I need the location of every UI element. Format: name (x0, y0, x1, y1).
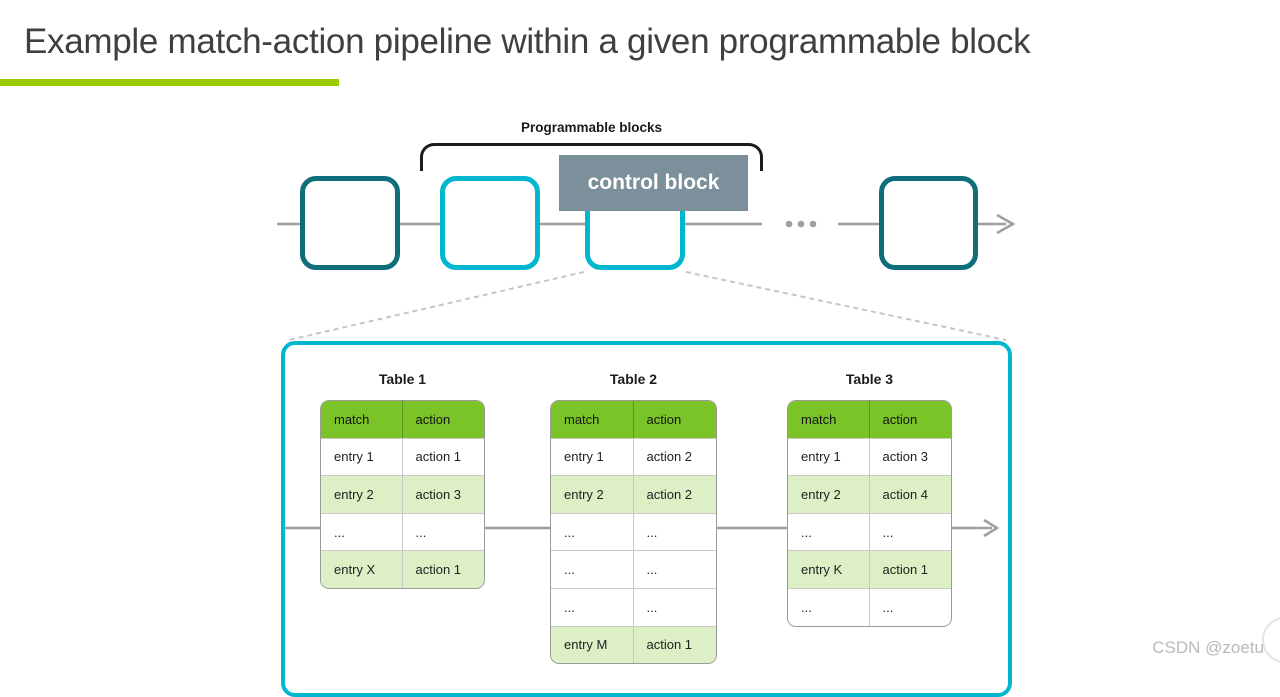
zoom-guide-dashed-lines (288, 271, 1007, 341)
table-header-row: match action (321, 401, 484, 438)
table-row: ...... (788, 587, 951, 626)
table-cell: action 3 (882, 449, 929, 465)
table-row: ...... (551, 512, 716, 551)
programmable-blocks-label: Programmable blocks (520, 120, 663, 135)
table-row: entry 1 action 3 (788, 437, 951, 476)
table-cell: action 2 (646, 449, 693, 465)
control-block-label: control block (559, 155, 748, 211)
slide-title: Example match-action pipeline within a g… (24, 22, 1031, 62)
table-cell: entry 1 (551, 438, 634, 476)
match-action-table-2: match action entry 1 action 2 entry 2 action … (550, 400, 717, 665)
table-arrowhead-icon (983, 518, 1000, 538)
header-cell: match (321, 401, 403, 438)
table-row: entry X action 1 (321, 550, 484, 588)
table-cell: ... (321, 513, 403, 551)
table-row: entry 2 action 2 (551, 475, 716, 513)
table-row: entry 1 action 2 (551, 437, 716, 476)
pipeline-flow-lines (277, 213, 1016, 538)
table-cell: ... (882, 524, 894, 540)
table-cell: entry 1 (788, 438, 870, 476)
table-cell: entry X (321, 551, 403, 588)
match-action-table-1: match action entry 1 action 1 entry 2 action … (320, 400, 485, 589)
table-cell: ... (551, 588, 634, 626)
table-cell: ... (788, 588, 870, 626)
pipeline-block-programmable-1 (440, 176, 540, 270)
table-row: entry M action 1 (551, 625, 716, 664)
table-cell: ... (882, 599, 894, 615)
table-cell: ... (551, 513, 634, 551)
table-cell: entry 2 (321, 476, 403, 513)
header-cell: match (551, 401, 634, 438)
table-cell: ... (646, 524, 658, 540)
table-row: entry K action 1 (788, 550, 951, 588)
table-cell: action 1 (646, 637, 693, 653)
table-header-row: match action (788, 401, 951, 438)
table-cell: action 2 (646, 486, 693, 502)
pipeline-connectors-svg (277, 213, 1016, 538)
watermark-text: CSDN @zoetu (1152, 638, 1264, 657)
table-title: Table 3 (845, 371, 894, 387)
table-cell: entry 2 (551, 476, 634, 513)
table-cell: entry K (788, 551, 870, 588)
header-cell: action (646, 411, 682, 427)
programmable-blocks-bracket (420, 143, 763, 171)
table-row: entry 2 action 3 (321, 475, 484, 513)
header-cell: match (788, 401, 870, 438)
table-cell: ... (788, 513, 870, 551)
table-cell: entry M (551, 626, 634, 664)
table-row: ...... (788, 512, 951, 551)
match-action-table-3: match action entry 1 action 3 entry 2 action … (787, 400, 952, 627)
right-arrowhead-icon (996, 213, 1016, 235)
table-cell: action 1 (415, 562, 462, 578)
pipeline-block-fixed-1 (300, 176, 400, 270)
title-accent-bar (0, 79, 339, 86)
table-cell: ... (415, 524, 427, 540)
table-row: ...... (551, 550, 716, 588)
table-cell: action 3 (415, 486, 462, 502)
table-header-row: match action (551, 401, 716, 438)
table-cell: ... (646, 562, 658, 578)
table-cell: ... (551, 551, 634, 588)
ellipsis-dots-icon (785, 220, 817, 228)
table-title: Table 1 (378, 371, 427, 387)
header-cell: action (415, 411, 451, 427)
table-cell: action 4 (882, 486, 929, 502)
table-title: Table 2 (609, 371, 658, 387)
pipeline-block-fixed-2 (879, 176, 978, 270)
table-cell: ... (646, 599, 658, 615)
table-row: ...... (551, 587, 716, 626)
table-cell: action 1 (415, 449, 462, 465)
table-row: entry 2 action 4 (788, 475, 951, 513)
table-cell: action 1 (882, 562, 929, 578)
table-row: ...... (321, 512, 484, 551)
table-row: entry 1 action 1 (321, 437, 484, 476)
table-cell: entry 2 (788, 476, 870, 513)
table-cell: entry 1 (321, 438, 403, 476)
header-cell: action (882, 411, 918, 427)
